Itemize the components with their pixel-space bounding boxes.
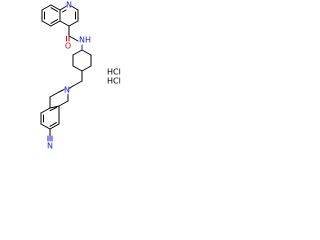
bond xyxy=(49,105,60,109)
bond xyxy=(41,20,52,27)
double-bond xyxy=(50,19,58,24)
bond xyxy=(72,80,83,87)
amide-nitrogen-label: N xyxy=(79,36,85,45)
amide-hydrogen-label: H xyxy=(85,36,91,45)
bond xyxy=(69,86,72,89)
nitrile-group xyxy=(47,128,53,142)
bond xyxy=(64,5,67,8)
tetrahydro-ring xyxy=(49,86,72,109)
double-bond xyxy=(62,9,67,13)
bond xyxy=(68,20,79,27)
ethyl-linker xyxy=(68,70,83,90)
salt-label-2: HCl xyxy=(107,77,121,86)
bond xyxy=(72,65,83,72)
quinoline-benzo-ring xyxy=(41,4,61,27)
bond xyxy=(50,4,61,11)
carbonyl-oxygen-label: O xyxy=(65,42,71,51)
double-bond xyxy=(49,107,57,112)
quinoline-pyridine-ring xyxy=(59,5,79,27)
double-bond xyxy=(50,7,58,12)
bond xyxy=(49,123,60,130)
bond xyxy=(72,49,83,56)
bond xyxy=(50,20,61,27)
bond xyxy=(59,6,66,11)
double-bond xyxy=(49,122,57,127)
bond xyxy=(72,6,79,11)
bond xyxy=(58,100,69,107)
structure-diagram: N O N H N xyxy=(0,0,152,152)
bond xyxy=(40,107,51,114)
bond xyxy=(58,89,64,93)
bond xyxy=(49,91,60,98)
molecule-svg: N O N H N xyxy=(40,1,121,151)
nitrile-nitrogen-label: N xyxy=(47,142,53,151)
bond xyxy=(81,65,92,72)
bond xyxy=(81,49,92,56)
bond xyxy=(59,20,70,27)
bond xyxy=(40,123,51,130)
ring-nitrogen-label: N xyxy=(64,86,70,95)
quinoline-nitrogen-label: N xyxy=(66,1,72,10)
aromatic-ring xyxy=(40,105,60,130)
bond xyxy=(41,4,52,11)
salt-label-1: HCl xyxy=(107,68,121,77)
cyclohexane-ring xyxy=(72,44,92,72)
carboxamide-group xyxy=(66,25,79,42)
bond xyxy=(68,35,79,42)
